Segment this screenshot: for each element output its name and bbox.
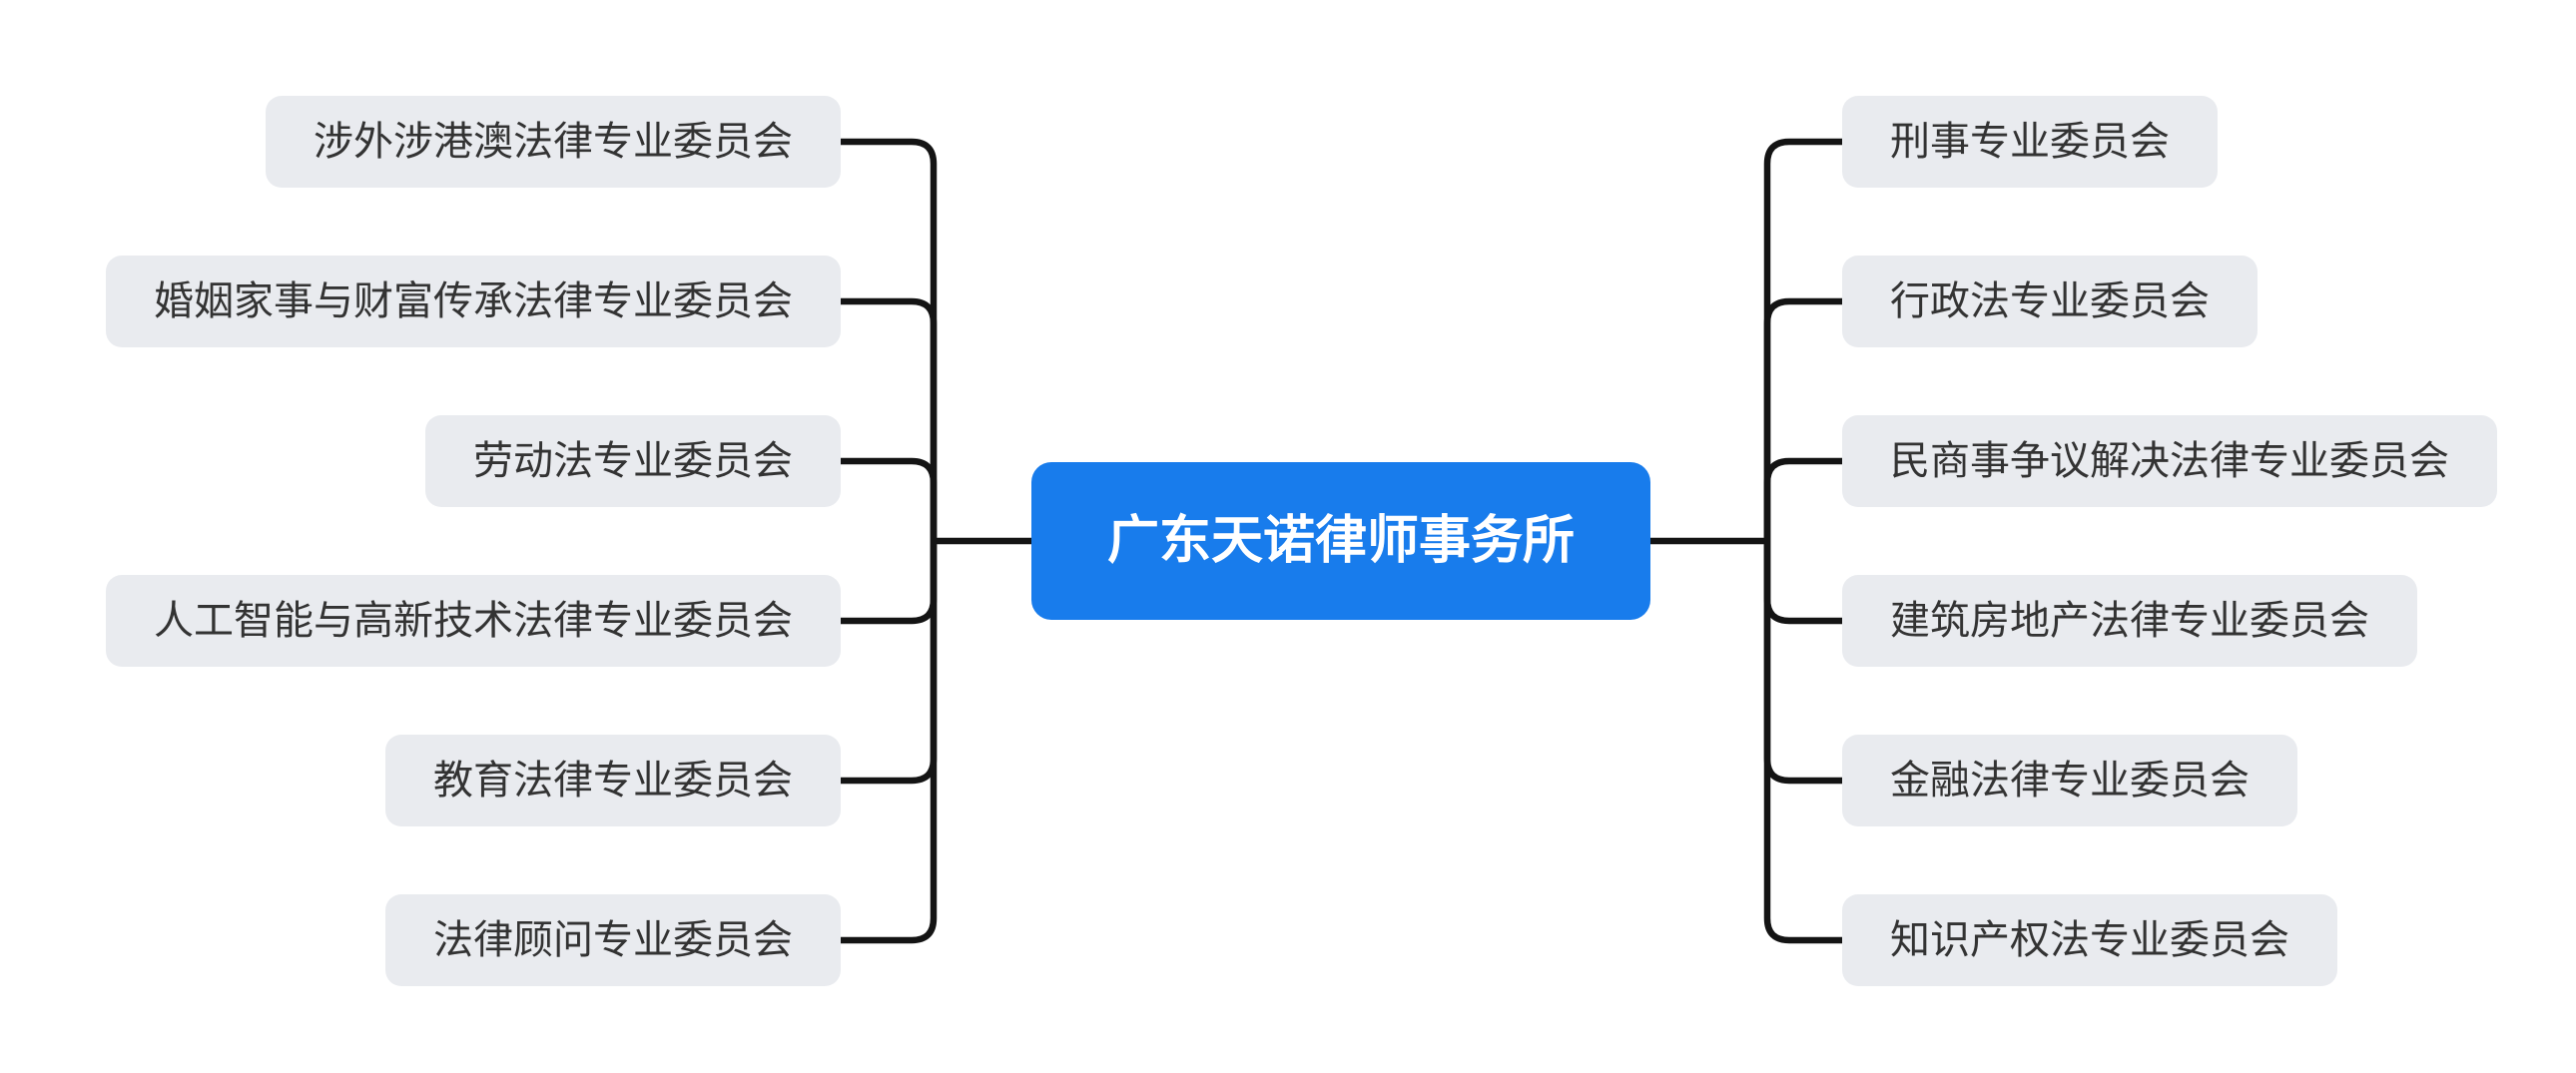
branch-node-finance-law[interactable]: 金融法律专业委员会 [1842,735,2297,826]
connector-right-1 [1763,138,1854,541]
connector-right-6 [1763,541,1854,944]
connector-left-1 [829,138,938,541]
branch-node-intellectual-property-law[interactable]: 知识产权法专业委员会 [1842,894,2337,986]
branch-node-criminal-law[interactable]: 刑事专业委员会 [1842,96,2218,188]
connector-left-5 [829,541,938,785]
branch-node-education-law[interactable]: 教育法律专业委员会 [385,735,841,826]
connector-left-4 [829,541,938,625]
branch-node-ai-hightech-law[interactable]: 人工智能与高新技术法律专业委员会 [106,575,841,667]
branch-node-foreign-hk-macao-law[interactable]: 涉外涉港澳法律专业委员会 [266,96,841,188]
branch-node-labor-law[interactable]: 劳动法专业委员会 [425,415,841,507]
connector-left-3 [829,457,938,541]
branch-node-civil-commercial-dispute-law[interactable]: 民商事争议解决法律专业委员会 [1842,415,2497,507]
connector-right-2 [1763,297,1854,541]
root-node[interactable]: 广东天诺律师事务所 [1031,462,1651,620]
branch-node-administrative-law[interactable]: 行政法专业委员会 [1842,256,2257,347]
connector-left-2 [829,297,938,541]
branch-node-legal-counsel[interactable]: 法律顾问专业委员会 [385,894,841,986]
branch-node-construction-realestate-law[interactable]: 建筑房地产法律专业委员会 [1842,575,2417,667]
branch-node-marriage-family-wealth-law[interactable]: 婚姻家事与财富传承法律专业委员会 [106,256,841,347]
connector-left-6 [829,541,938,944]
connector-right-4 [1763,541,1854,625]
connector-right-3 [1763,457,1854,541]
connector-right-5 [1763,541,1854,785]
